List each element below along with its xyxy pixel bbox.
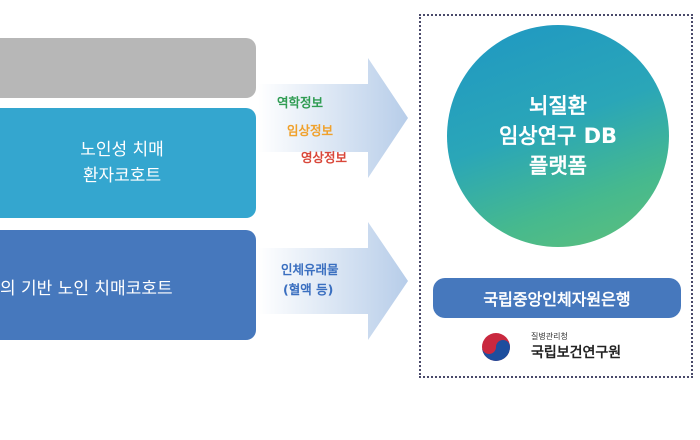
blood-label: (혈액 등) bbox=[283, 282, 334, 297]
kdca-small-text: 질병관리청 bbox=[531, 332, 568, 341]
bottom-arrow-icon bbox=[258, 222, 408, 340]
national-biobank-box: 국립중앙인체자원은행 bbox=[433, 278, 681, 318]
teal-box-line2: 환자코호트 bbox=[82, 166, 162, 186]
biospecimen-label: 인체유래물 bbox=[281, 262, 339, 277]
clinical-info-label: 임상정보 bbox=[287, 123, 334, 138]
platform-frame bbox=[419, 14, 693, 378]
platform-line3: 플랫폼 bbox=[529, 154, 587, 178]
dementia-cohort-box: 노인성 치매 환자코호트 bbox=[0, 108, 256, 218]
platform-circle: 뇌질환 임상연구 DB 플랫폼 bbox=[447, 25, 669, 247]
elderly-dementia-cohort-box: 의 기반 노인 치매코호트 bbox=[0, 230, 256, 340]
imaging-info-label: 영상정보 bbox=[301, 150, 348, 165]
top-arrow-icon bbox=[258, 58, 408, 178]
platform-line2: 임상연구 DB bbox=[498, 124, 618, 148]
genomic-info-label: 역학정보 bbox=[277, 95, 324, 110]
kdca-taegeuk-logo-icon bbox=[482, 333, 510, 361]
bank-label: 국립중앙인체자원은행 bbox=[483, 290, 631, 309]
teal-box-line1: 노인성 치매 bbox=[80, 140, 164, 160]
gray-cohort-box bbox=[0, 38, 256, 98]
blue-box-label: 의 기반 노인 치매코호트 bbox=[0, 279, 173, 299]
platform-line1: 뇌질환 bbox=[529, 94, 587, 118]
nih-name-text: 국립보건연구원 bbox=[531, 345, 622, 361]
